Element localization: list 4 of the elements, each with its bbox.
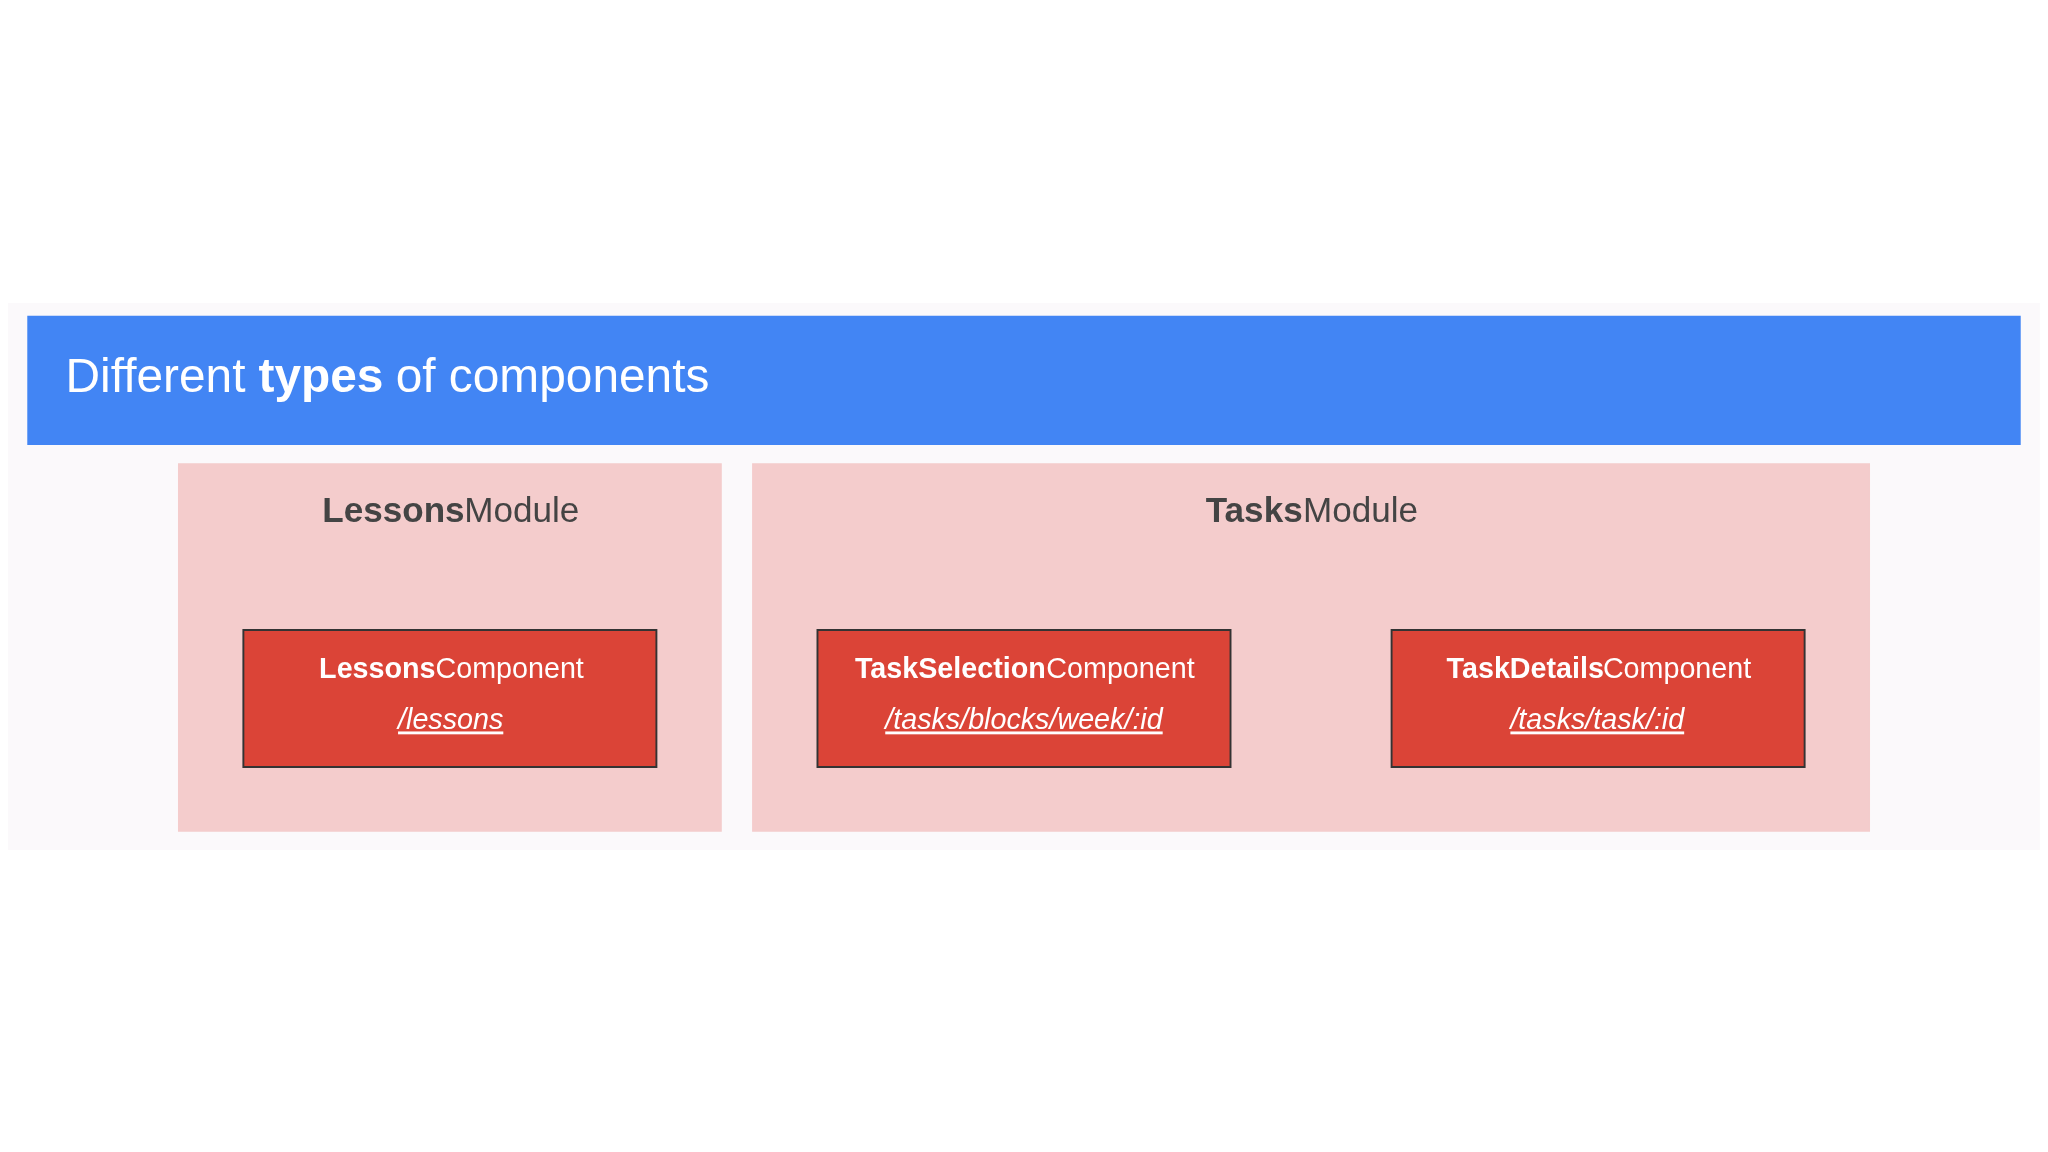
diagram-title: Different types of components — [65, 348, 710, 402]
node-box: TaskSelectionComponent /tasks/blocks/week/:id — [816, 628, 1232, 768]
node-box: LessonsComponent /lessons — [242, 628, 658, 768]
node-box: TaskDetailsComponent /tasks/task/:id — [1390, 628, 1806, 768]
